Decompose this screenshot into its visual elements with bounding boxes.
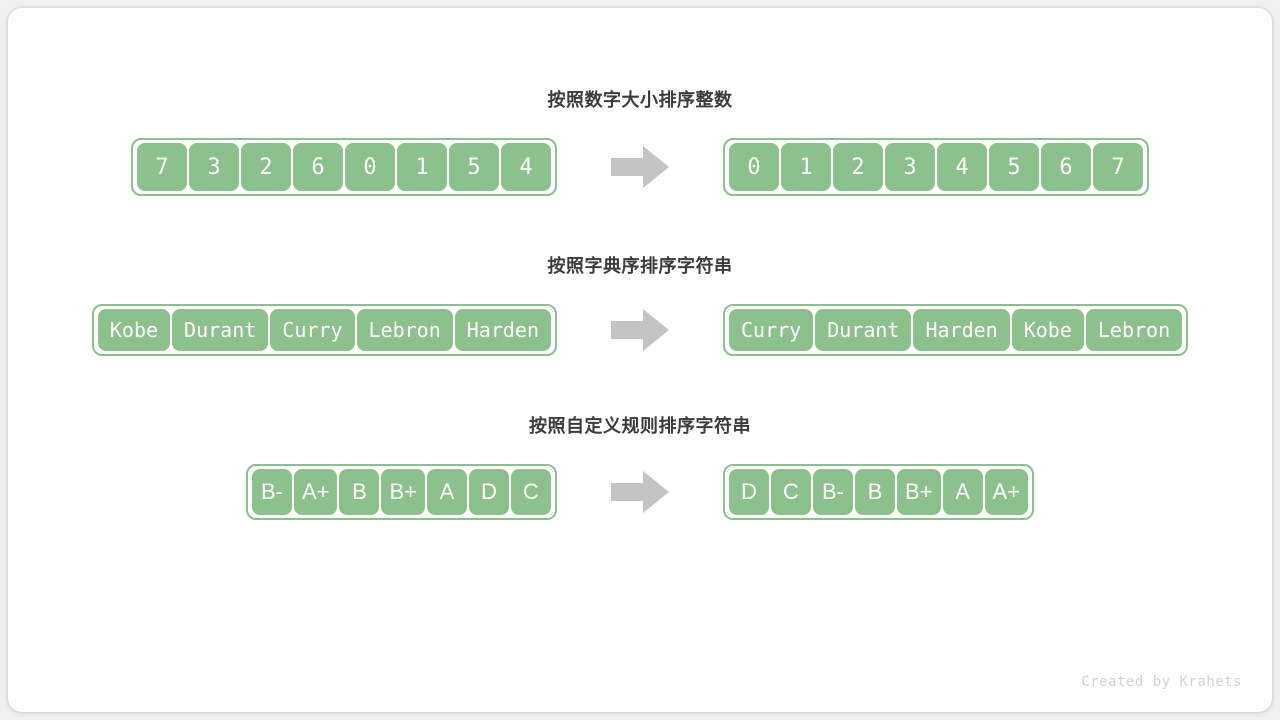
- right-arrow-icon: [611, 309, 669, 351]
- right-arrow-icon: [611, 471, 669, 513]
- array-cell: 5: [449, 143, 499, 191]
- array-cell: 0: [729, 143, 779, 191]
- array-cell: 5: [989, 143, 1039, 191]
- array-cell: Kobe: [97, 309, 171, 351]
- array-cell: B: [855, 469, 895, 515]
- array-cell: 4: [501, 143, 551, 191]
- array-before: Kobe Durant Curry Lebron Harden: [91, 304, 557, 356]
- array-cell: 6: [1041, 143, 1091, 191]
- array-cell: A: [942, 469, 983, 515]
- array-after: 0 1 2 3 4 5 6 7: [723, 138, 1149, 196]
- array-cell: 2: [833, 143, 883, 191]
- section-sort-strings-lexicographic: 按照字典序排序字符串 Kobe Durant Curry Lebron Hard…: [8, 252, 1272, 356]
- array-cell: 3: [189, 143, 239, 191]
- array-cell: Kobe: [1011, 309, 1084, 351]
- diagram-card: 按照数字大小排序整数 7 3 2 6 0 1 5 4 0 1: [8, 8, 1272, 712]
- array-cell: 4: [937, 143, 987, 191]
- section-sort-strings-custom: 按照自定义规则排序字符串 B- A+ B B+ A D C D C B-: [8, 412, 1272, 520]
- sections-container: 按照数字大小排序整数 7 3 2 6 0 1 5 4 0 1: [8, 8, 1272, 576]
- array-cell: 3: [885, 143, 935, 191]
- array-cell: Durant: [815, 309, 912, 351]
- array-cell: D: [729, 469, 769, 515]
- array-cell: B-: [813, 469, 853, 515]
- array-cell: Lebron: [356, 309, 453, 351]
- array-cell: 7: [1093, 143, 1143, 191]
- array-cell: Harden: [454, 309, 551, 351]
- array-cell: 1: [397, 143, 447, 191]
- array-cell: C: [511, 469, 551, 515]
- array-cell: 1: [781, 143, 831, 191]
- array-cell: A: [427, 469, 467, 515]
- array-before: B- A+ B B+ A D C: [245, 464, 557, 520]
- section-sort-integers: 按照数字大小排序整数 7 3 2 6 0 1 5 4 0 1: [8, 86, 1272, 196]
- array-cell: Curry: [729, 309, 814, 351]
- section-title: 按照自定义规则排序字符串: [529, 416, 751, 436]
- section-row: B- A+ B B+ A D C D C B- B B+ A: [8, 464, 1272, 520]
- array-cell: 2: [241, 143, 291, 191]
- array-cell: Durant: [172, 309, 269, 351]
- array-cell: Curry: [270, 309, 355, 351]
- array-cell: Lebron: [1085, 309, 1183, 351]
- array-cell: B+: [381, 469, 425, 515]
- section-title: 按照字典序排序字符串: [547, 256, 733, 276]
- array-cell: Harden: [913, 309, 1010, 351]
- array-cell: 6: [293, 143, 343, 191]
- array-cell: D: [469, 469, 509, 515]
- array-after: Curry Durant Harden Kobe Lebron: [723, 304, 1189, 356]
- array-after: D C B- B B+ A A+: [723, 464, 1035, 520]
- array-cell: 7: [137, 143, 187, 191]
- array-cell: B+: [897, 469, 941, 515]
- section-row: 7 3 2 6 0 1 5 4 0 1 2 3 4: [8, 138, 1272, 196]
- section-row: Kobe Durant Curry Lebron Harden Curry Du…: [8, 304, 1272, 356]
- array-before: 7 3 2 6 0 1 5 4: [131, 138, 557, 196]
- array-cell: A+: [984, 469, 1029, 515]
- section-title: 按照数字大小排序整数: [547, 90, 733, 110]
- right-arrow-icon: [611, 146, 669, 188]
- array-cell: B: [339, 469, 380, 515]
- array-cell: 0: [345, 143, 395, 191]
- array-cell: A+: [293, 469, 338, 515]
- footer-credit: Created by Krahets: [1081, 674, 1242, 690]
- array-cell: C: [771, 469, 811, 515]
- array-cell: B-: [251, 469, 292, 515]
